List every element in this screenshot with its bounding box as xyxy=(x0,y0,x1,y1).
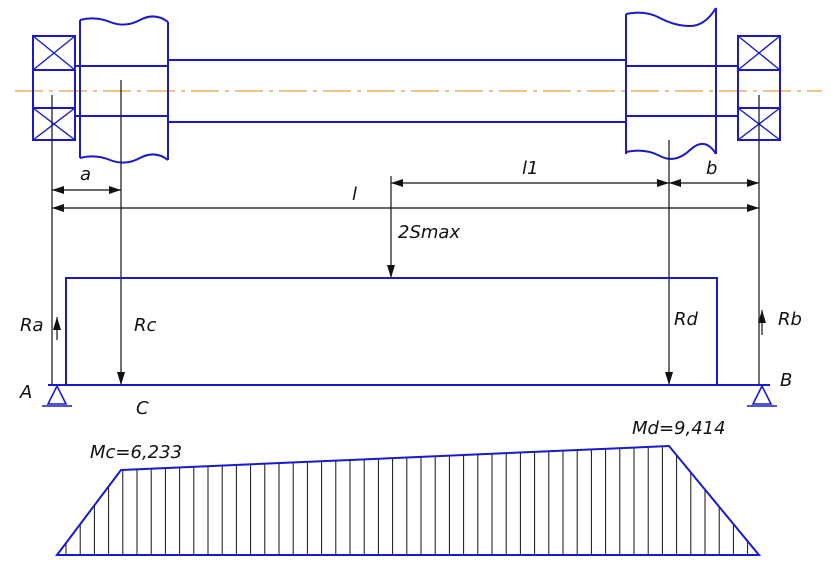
label-rc: Rc xyxy=(134,315,157,336)
support-a xyxy=(42,384,72,407)
dimension-l xyxy=(52,204,759,212)
rc-arrow xyxy=(117,372,125,385)
left-bearing xyxy=(32,35,76,141)
label-a: a xyxy=(80,164,91,185)
label-l1: l1 xyxy=(522,158,538,179)
dimension-b xyxy=(669,179,759,187)
label-point-b: B xyxy=(780,370,792,391)
moment-hatching xyxy=(65,446,749,555)
label-l: l xyxy=(352,184,357,205)
support-b xyxy=(747,384,777,407)
label-load: 2Smax xyxy=(398,222,460,243)
load-arrow xyxy=(387,265,395,278)
label-point-c: C xyxy=(136,398,149,419)
right-gear xyxy=(625,7,738,160)
moment-diagram xyxy=(54,444,762,556)
dimension-l1 xyxy=(391,179,669,187)
label-md: Md=9,414 xyxy=(632,418,726,439)
dimension-a xyxy=(52,186,121,194)
label-b: b xyxy=(706,158,717,179)
load-block xyxy=(65,277,718,385)
label-rd: Rd xyxy=(674,309,699,330)
label-mc: Mc=6,233 xyxy=(90,442,182,463)
shaft-body xyxy=(168,59,626,123)
label-rb: Rb xyxy=(778,309,802,330)
label-point-a: A xyxy=(19,382,32,403)
rd-arrow xyxy=(665,372,673,385)
label-ra: Ra xyxy=(20,315,44,336)
